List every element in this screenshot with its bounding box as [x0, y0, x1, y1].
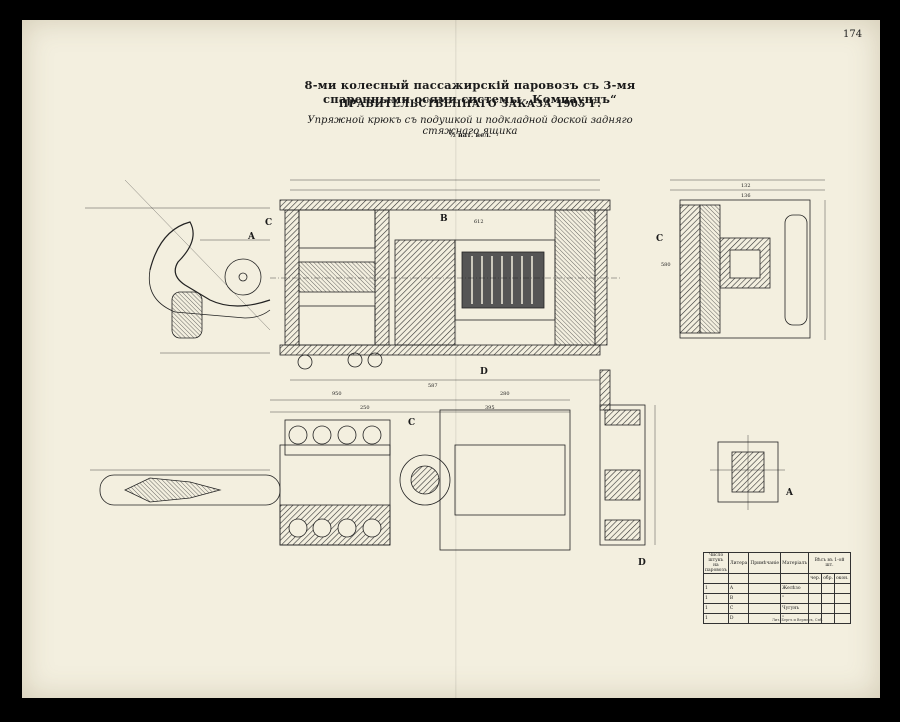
- main-elevation: [270, 179, 620, 411]
- printer-note: Лит. Бергъ и Вернеръ, Спб.: [772, 618, 824, 622]
- label-d-main: D: [480, 367, 488, 377]
- dim-132: 132: [741, 183, 751, 189]
- spec-header-note: Примѣчаніе: [748, 552, 782, 574]
- drawing-title: 8-ми колесный пассажирскій паровозъ съ 3…: [304, 78, 636, 106]
- page-fold: [455, 20, 457, 698]
- dim-395: 395: [485, 405, 495, 411]
- dim-612: 612: [474, 219, 484, 225]
- dim-136: 136: [741, 193, 751, 199]
- spec-subheader: окон.: [833, 573, 851, 584]
- spec-header-weight: Вѣсъ въ 1-ой шт.: [808, 552, 851, 574]
- label-c-right: C: [656, 234, 664, 244]
- spec-subheader: обр.: [821, 573, 835, 584]
- end-section: [599, 404, 656, 546]
- dim-580: 580: [661, 262, 671, 268]
- label-a-upper: A: [248, 232, 255, 242]
- hook-side-view: [85, 179, 271, 471]
- plan-view: [99, 399, 571, 551]
- page-number: 174: [843, 29, 863, 40]
- spec-subheader: чер.: [808, 573, 823, 584]
- section-c-view: [670, 179, 826, 340]
- drawing-description: Упряжной крюкъ съ подушкой и подкладной …: [307, 115, 633, 137]
- label-a-lower: A: [786, 488, 793, 498]
- label-b: B: [440, 214, 448, 224]
- spec-header-letter: Литера: [727, 552, 750, 574]
- drawing-subtitle: ПРАВИТЕЛЬСТВЕННАГО ЗАКАЗА 1905 Г.: [338, 99, 602, 110]
- spec-header-qty: Число штукъ на паровозъ: [703, 552, 729, 574]
- scale-note: ⅟₂ нат. вел.: [448, 131, 492, 139]
- spec-header-material: Матеріалъ: [780, 552, 810, 574]
- dim-250: 250: [360, 405, 370, 411]
- dim-280: 280: [500, 391, 510, 397]
- label-c-main: C: [265, 218, 273, 228]
- label-d-end: D: [638, 558, 646, 568]
- specification-table: Число штукъ на паровозъ Литера Примѣчані…: [703, 552, 851, 624]
- section-a-view: [710, 435, 785, 510]
- label-c-plan: C: [408, 418, 416, 428]
- dim-950: 950: [332, 391, 342, 397]
- dim-top-total: 587: [428, 383, 438, 389]
